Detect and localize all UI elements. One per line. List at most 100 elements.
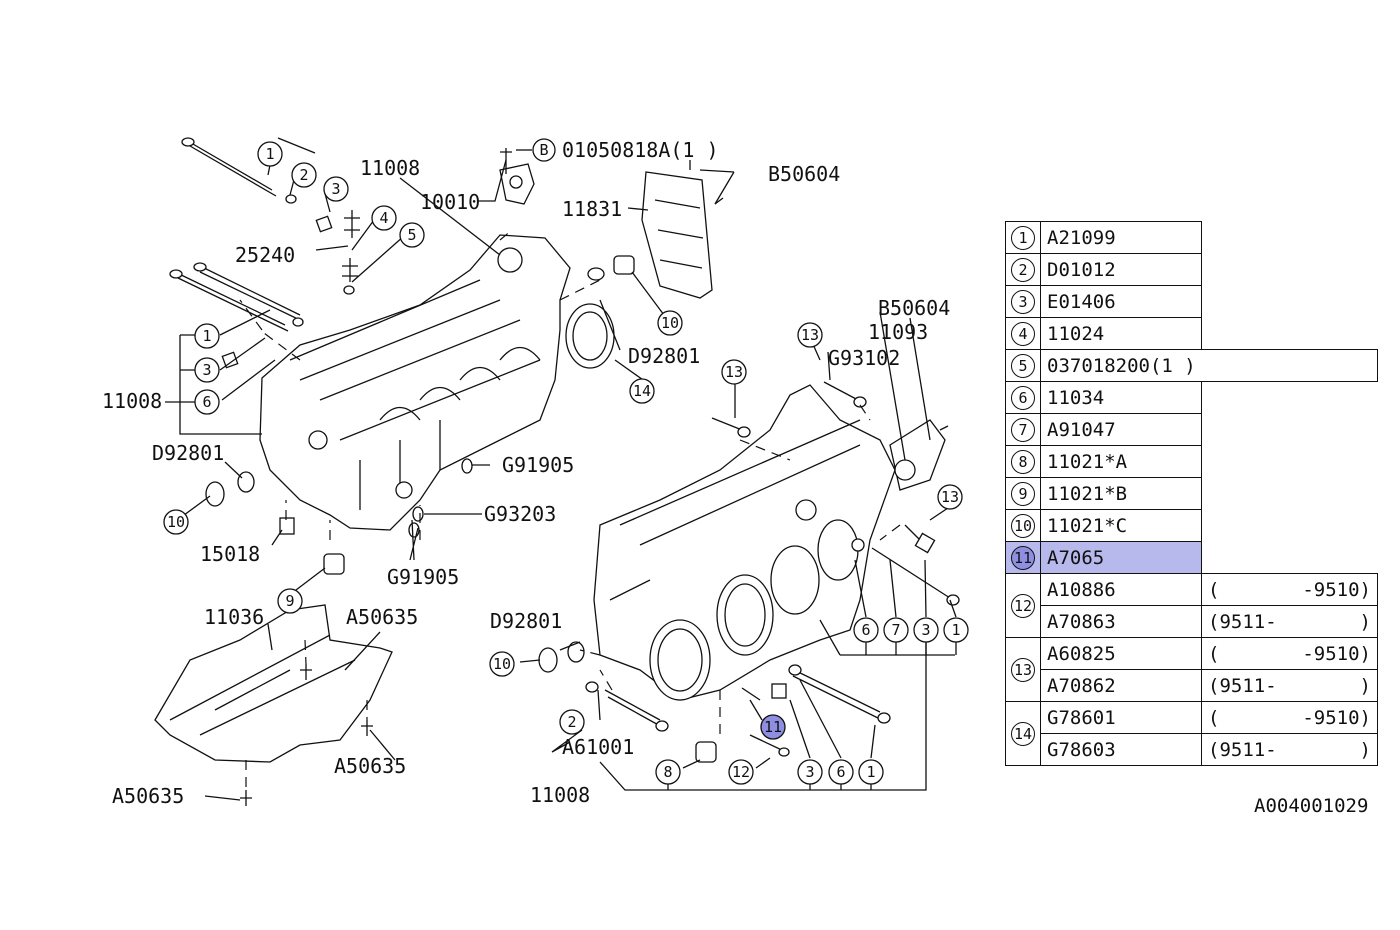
- svg-text:14: 14: [633, 382, 651, 400]
- svg-text:12: 12: [732, 763, 750, 781]
- svg-text:4: 4: [379, 209, 388, 227]
- label-b50604-top: B50604: [768, 162, 840, 186]
- part-number-cell: 11021*C: [1040, 509, 1202, 542]
- label-a50635-a: A50635: [346, 605, 418, 629]
- empty-cell: [1202, 414, 1378, 446]
- range-open: (9511-: [1208, 738, 1277, 761]
- label-11008-left: 11008: [102, 389, 162, 413]
- row-index-circle: 3: [1011, 289, 1035, 314]
- svg-text:11: 11: [764, 718, 782, 736]
- applicability-cell: (-9510): [1201, 701, 1378, 734]
- callout-1: 1: [943, 617, 969, 643]
- row-index-circle: 9: [1011, 481, 1035, 506]
- svg-text:1: 1: [202, 327, 211, 345]
- empty-cell: [1202, 286, 1378, 318]
- svg-text:3: 3: [805, 763, 814, 781]
- part-number-cell: D01012: [1040, 253, 1202, 286]
- empty-cell: [1202, 478, 1378, 510]
- svg-text:B: B: [539, 141, 548, 159]
- row-index-cell: 4: [1005, 317, 1041, 350]
- label-11831: 11831: [562, 197, 622, 221]
- applicability-cell: (-9510): [1201, 637, 1378, 670]
- part-number-cell: A70862: [1040, 669, 1202, 702]
- callout-2: 2: [291, 162, 317, 188]
- callout-1: 1: [257, 141, 283, 167]
- callout-14: 14: [629, 378, 655, 404]
- label-11093: 11093: [868, 320, 928, 344]
- svg-text:10: 10: [493, 655, 511, 673]
- label-d92801-low: D92801: [490, 609, 562, 633]
- svg-text:1: 1: [265, 145, 274, 163]
- range-close: ): [1359, 738, 1371, 761]
- svg-text:3: 3: [202, 361, 211, 379]
- range-close: ): [1359, 674, 1371, 697]
- callout-6: 6: [828, 759, 854, 785]
- empty-cell: [1202, 542, 1378, 574]
- applicability-cell: (9511-): [1201, 605, 1378, 638]
- label-a50635-c: A50635: [112, 784, 184, 808]
- svg-text:13: 13: [725, 363, 743, 381]
- part-number-cell: 11021*A: [1040, 445, 1202, 478]
- callout-11-highlighted: 11: [760, 714, 786, 740]
- parts-row-13-2[interactable]: A70862(9511-): [1006, 669, 1378, 702]
- row-index-cell: 7: [1005, 413, 1041, 446]
- svg-text:13: 13: [941, 488, 959, 506]
- row-index-circle: 6: [1011, 385, 1035, 410]
- row-index-circle: 10: [1011, 513, 1035, 538]
- range-open: (9511-: [1208, 674, 1277, 697]
- applicability-cell: (-9510): [1201, 573, 1378, 606]
- part-number-cell: A21099: [1040, 221, 1202, 254]
- parts-row-12-2[interactable]: A70863(9511-): [1006, 605, 1378, 638]
- applicability-cell: (9511-): [1201, 669, 1378, 702]
- callout-4: 4: [371, 205, 397, 231]
- row-index-circle: 2: [1011, 257, 1035, 282]
- callout-circles: B 1 2 3 4 5 1 3 6 10 9 10 14 13 13 13 6 …: [163, 138, 969, 785]
- empty-cell: [1202, 382, 1378, 414]
- callout-6: 6: [194, 389, 220, 415]
- callout-b-ref: B: [532, 138, 556, 162]
- row-index-cell: 5: [1005, 349, 1041, 382]
- part-number-cell: E01406: [1040, 285, 1202, 318]
- label-g91905-a: G91905: [502, 453, 574, 477]
- part-number-cell: G78603: [1040, 733, 1202, 766]
- svg-text:3: 3: [921, 621, 930, 639]
- row-index-circle: 4: [1011, 321, 1035, 346]
- left-crankcase-drawing: [154, 137, 724, 806]
- row-index-cell: 8: [1005, 445, 1041, 478]
- callout-10: 10: [489, 651, 515, 677]
- part-number-cell: 037018200(1 ): [1040, 349, 1378, 382]
- label-g93102: G93102: [828, 346, 900, 370]
- label-d92801-mid: D92801: [628, 344, 700, 368]
- range-close: -9510): [1302, 706, 1371, 729]
- parts-row-14-2[interactable]: G78603 (9511-): [1006, 733, 1378, 766]
- row-index-circle: 5: [1011, 353, 1035, 378]
- empty-cell: [1202, 318, 1378, 350]
- svg-text:1: 1: [951, 621, 960, 639]
- svg-text:3: 3: [331, 180, 340, 198]
- callout-3: 3: [194, 357, 220, 383]
- label-b50604-right: B50604: [878, 296, 950, 320]
- label-a61001: A61001: [562, 735, 634, 759]
- svg-text:8: 8: [663, 763, 672, 781]
- exploded-parts-diagram: 11008 10010 11831 25240 11008 D92801 G91…: [102, 137, 969, 808]
- right-crankcase-drawing: [538, 381, 960, 763]
- label-11008-bottom: 11008: [530, 783, 590, 807]
- empty-cell: [1202, 510, 1378, 542]
- range-open: (9511-: [1208, 610, 1277, 633]
